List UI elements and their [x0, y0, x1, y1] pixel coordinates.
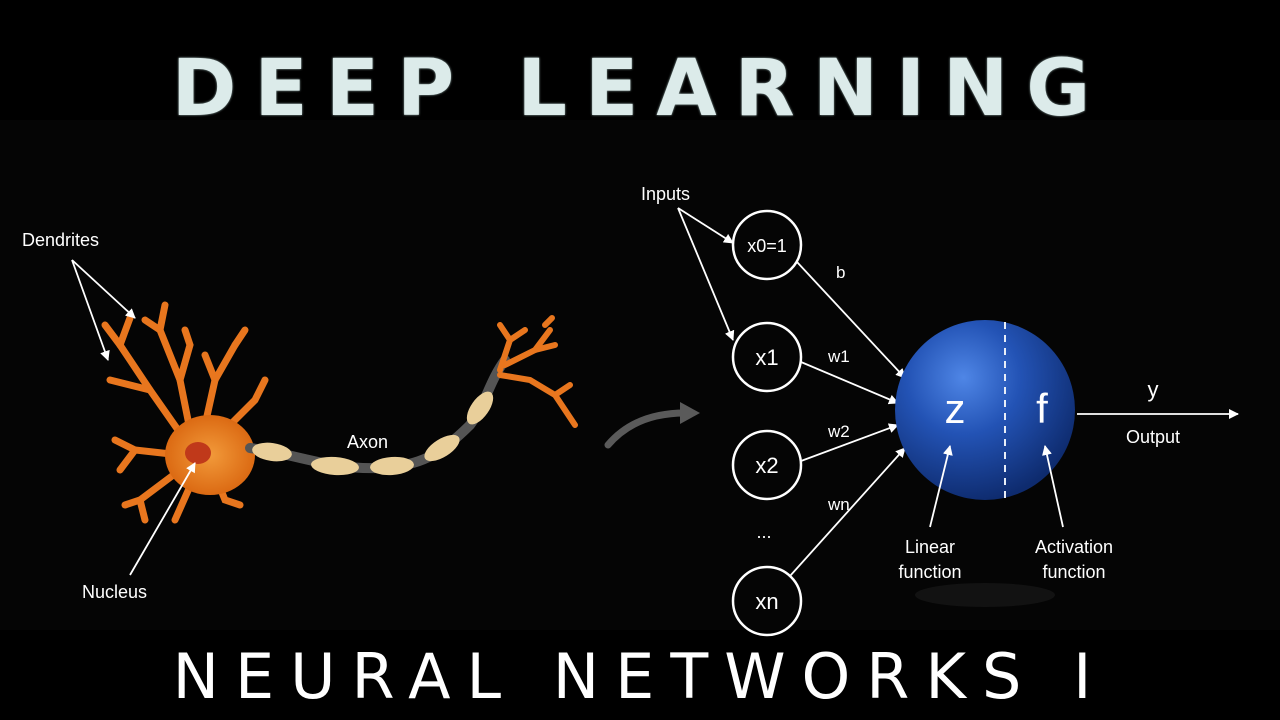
- transition-arrow: [604, 409, 689, 449]
- axon-myelin: [252, 391, 494, 476]
- activation-label-line2: function: [1042, 562, 1105, 582]
- activation-label-line1: Activation: [1035, 537, 1113, 557]
- weight-label-wn: wn: [827, 495, 850, 514]
- transition-arrowhead: [680, 402, 700, 424]
- label-inputs: Inputs: [641, 184, 690, 204]
- nucleus-shape: [185, 442, 211, 464]
- input-node-xn: xn: [731, 565, 803, 637]
- edge-w2: [800, 423, 899, 462]
- arrow-nucleus: [129, 462, 196, 576]
- ellipsis-label: ...: [756, 522, 771, 542]
- page-subtitle: NEURAL NETWORKS I: [172, 640, 1108, 713]
- input-node-x0: x0=1: [731, 209, 803, 281]
- arrow-dendrites-2: [71, 259, 110, 361]
- arrow-dendrites-1: [71, 259, 136, 319]
- sphere-shape: [895, 320, 1075, 500]
- axon-terminal-shape: [497, 315, 578, 428]
- arrow-inputs-x1: [677, 207, 735, 341]
- footer-band: [0, 630, 1280, 720]
- node-label-xn: xn: [755, 589, 778, 614]
- arrow-inputs-x0: [677, 207, 734, 244]
- header-band: [0, 0, 1280, 120]
- sum-symbol: z: [945, 385, 966, 432]
- edge-b: [796, 261, 906, 379]
- label-axon: Axon: [347, 432, 388, 452]
- node-label-x1: x1: [755, 345, 778, 370]
- dendrites-shape: [101, 301, 269, 524]
- weight-label-w1: w1: [827, 347, 850, 366]
- arrow-linear: [929, 445, 953, 528]
- output-label: Output: [1126, 427, 1180, 447]
- neuron-illustration: [101, 301, 578, 524]
- edge-w1: [800, 361, 899, 405]
- weight-label-w2: w2: [827, 422, 850, 441]
- input-node-x2: x2: [731, 429, 803, 501]
- linear-label-line2: function: [898, 562, 961, 582]
- linear-label-line1: Linear: [905, 537, 955, 557]
- node-label-x0: x0=1: [747, 236, 787, 256]
- output-symbol: y: [1148, 377, 1159, 402]
- weight-label-b: b: [836, 263, 845, 282]
- input-node-x1: x1: [731, 321, 803, 393]
- edge-wn: [789, 447, 906, 577]
- page-title: DEEP LEARNING: [171, 44, 1109, 134]
- node-label-x2: x2: [755, 453, 778, 478]
- label-dendrites: Dendrites: [22, 230, 99, 250]
- label-nucleus: Nucleus: [82, 582, 147, 602]
- neuron-sphere: z f: [895, 320, 1075, 607]
- activation-symbol: f: [1036, 385, 1048, 432]
- arrow-activation: [1042, 445, 1064, 528]
